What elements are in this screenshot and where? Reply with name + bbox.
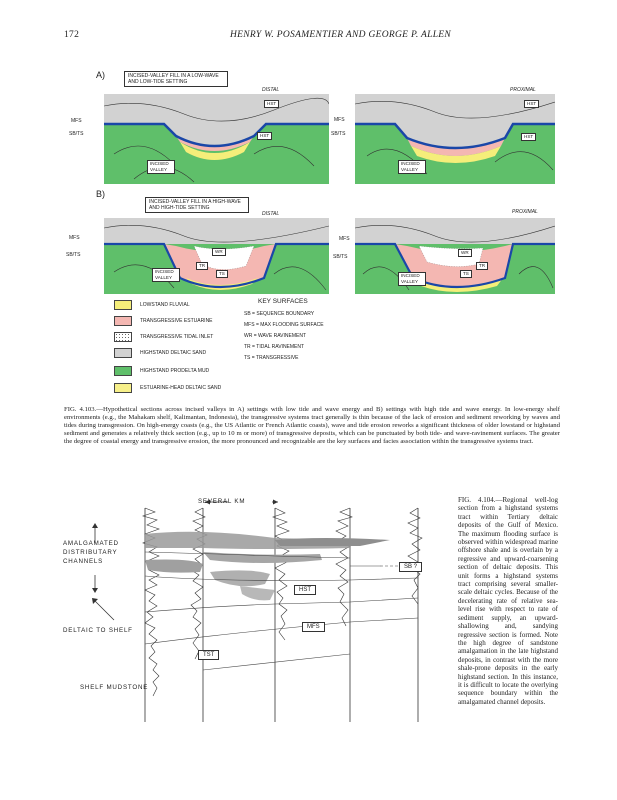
panel-b-mfs-left: MFS (69, 235, 80, 241)
panel-b-sbts-right: SB/TS (333, 254, 347, 260)
panel-a-mfs-left: MFS (71, 118, 82, 124)
scale-label: SEVERAL KM (198, 498, 245, 505)
key-line: TR = TIDAL RAVINEMENT (244, 344, 304, 350)
label-deltaic-to-shelf: DELTAIC TO SHELF (63, 627, 133, 634)
panel-a-hst-tag-4: HST (521, 133, 536, 141)
key-surfaces-title: KEY SURFACES (258, 298, 308, 305)
panel-b-tr-right: TR (476, 262, 488, 270)
panel-a-incised-valley-right: INCISED VALLEY (398, 160, 426, 174)
key-line: TS = TRANSGRESSIVE (244, 355, 299, 361)
panel-b-mfs-right: MFS (339, 236, 350, 242)
legend-swatch (114, 383, 132, 393)
legend-item-highstand-deltaic-sand: HIGHSTAND DELTAIC SAND (114, 348, 206, 358)
key-line: MFS = MAX FLOODING SURFACE (244, 322, 324, 328)
legend-item-estuarine-head-deltaic-sand: ESTUARINE-HEAD DELTAIC SAND (114, 383, 221, 393)
legend-swatch (114, 348, 132, 358)
panel-b-ts-right: TS (460, 270, 472, 278)
legend-swatch (114, 300, 132, 310)
panel-b-proximal-section (355, 218, 555, 294)
panel-a-mfs-right: MFS (334, 117, 345, 123)
figure-4-103-caption: FIG. 4.103.—Hypothetical sections across… (64, 406, 560, 446)
panel-b-title-box: INCISED-VALLEY FILL IN A HIGH-WAVE AND H… (145, 197, 249, 213)
panel-b-wr-right: WR (458, 249, 472, 257)
running-title: HENRY W. POSAMENTIER AND GEORGE P. ALLEN (230, 30, 451, 40)
legend-label: LOWSTAND FLUVIAL (140, 302, 190, 308)
legend-label: HIGHSTAND PRODELTA MUD (140, 368, 209, 374)
panel-a-proximal: PROXIMAL (510, 87, 536, 93)
panel-a-hst-tag-3: HST (524, 100, 539, 108)
legend-swatch (114, 332, 132, 342)
deltaic-arrow-icon (90, 596, 120, 624)
tag-tst: TST (198, 650, 219, 660)
panel-b-sbts-left: SB/TS (66, 252, 80, 258)
panel-a-sbts-left: SB/TS (69, 131, 83, 137)
panel-b-tr-left: TR (196, 262, 208, 270)
panel-a-incised-valley-left: INCISED VALLEY (147, 160, 175, 174)
page-number: 172 (64, 30, 79, 40)
panel-b-distal: DISTAL (262, 211, 279, 217)
panel-b-proximal: PROXIMAL (512, 209, 538, 215)
panel-a-sbts-right: SB/TS (331, 131, 345, 137)
legend-label: TRANSGRESSIVE TIDAL INLET (140, 334, 213, 340)
tag-sb: SB ? (399, 562, 422, 572)
legend-item-transgressive-tidal-inlet: TRANSGRESSIVE TIDAL INLET (114, 332, 213, 342)
legend-label: ESTUARINE-HEAD DELTAIC SAND (140, 385, 221, 391)
key-line: SB = SEQUENCE BOUNDARY (244, 311, 314, 317)
tag-mfs: MFS (302, 622, 325, 632)
legend-swatch (114, 366, 132, 376)
legend-swatch (114, 316, 132, 326)
legend-label: HIGHSTAND DELTAIC SAND (140, 350, 206, 356)
panel-a-hst-tag-1: HST (264, 100, 279, 108)
label-amalgamated: AMALGAMATED (63, 540, 119, 547)
legend-item-lowstand-fluvial: LOWSTAND FLUVIAL (114, 300, 190, 310)
panel-a-hst-tag-2: HST (257, 132, 272, 140)
legend-item-transgressive-estuarine: TRANSGRESSIVE ESTUARINE (114, 316, 213, 326)
key-line: WR = WAVE RAVINEMENT (244, 333, 306, 339)
label-shelf-mudstone: SHELF MUDSTONE (80, 684, 148, 691)
legend-label: TRANSGRESSIVE ESTUARINE (140, 318, 213, 324)
panel-b-incised-valley-left: INCISED VALLEY (152, 268, 180, 282)
label-distributary: DISTRIBUTARY (63, 549, 117, 556)
panel-a-distal: DISTAL (262, 87, 279, 93)
legend-item-highstand-prodelta-mud: HIGHSTAND PRODELTA MUD (114, 366, 209, 376)
panel-a-title-box: INCISED-VALLEY FILL IN A LOW-WAVE AND LO… (124, 71, 228, 87)
figure-4-104-caption: FIG. 4.104.—Regional well-log section fr… (458, 496, 558, 706)
panel-a-letter: A) (96, 70, 105, 80)
tag-hst: HST (294, 585, 316, 595)
label-channels: CHANNELS (63, 558, 103, 565)
panel-b-ts-left: TS (216, 270, 228, 278)
panel-b-incised-valley-right: INCISED VALLEY (398, 272, 426, 286)
panel-b-wr-left: WR (212, 248, 226, 256)
panel-b-distal-section (104, 218, 329, 294)
panel-b-letter: B) (96, 189, 105, 199)
panel-a-distal-section (104, 94, 329, 184)
